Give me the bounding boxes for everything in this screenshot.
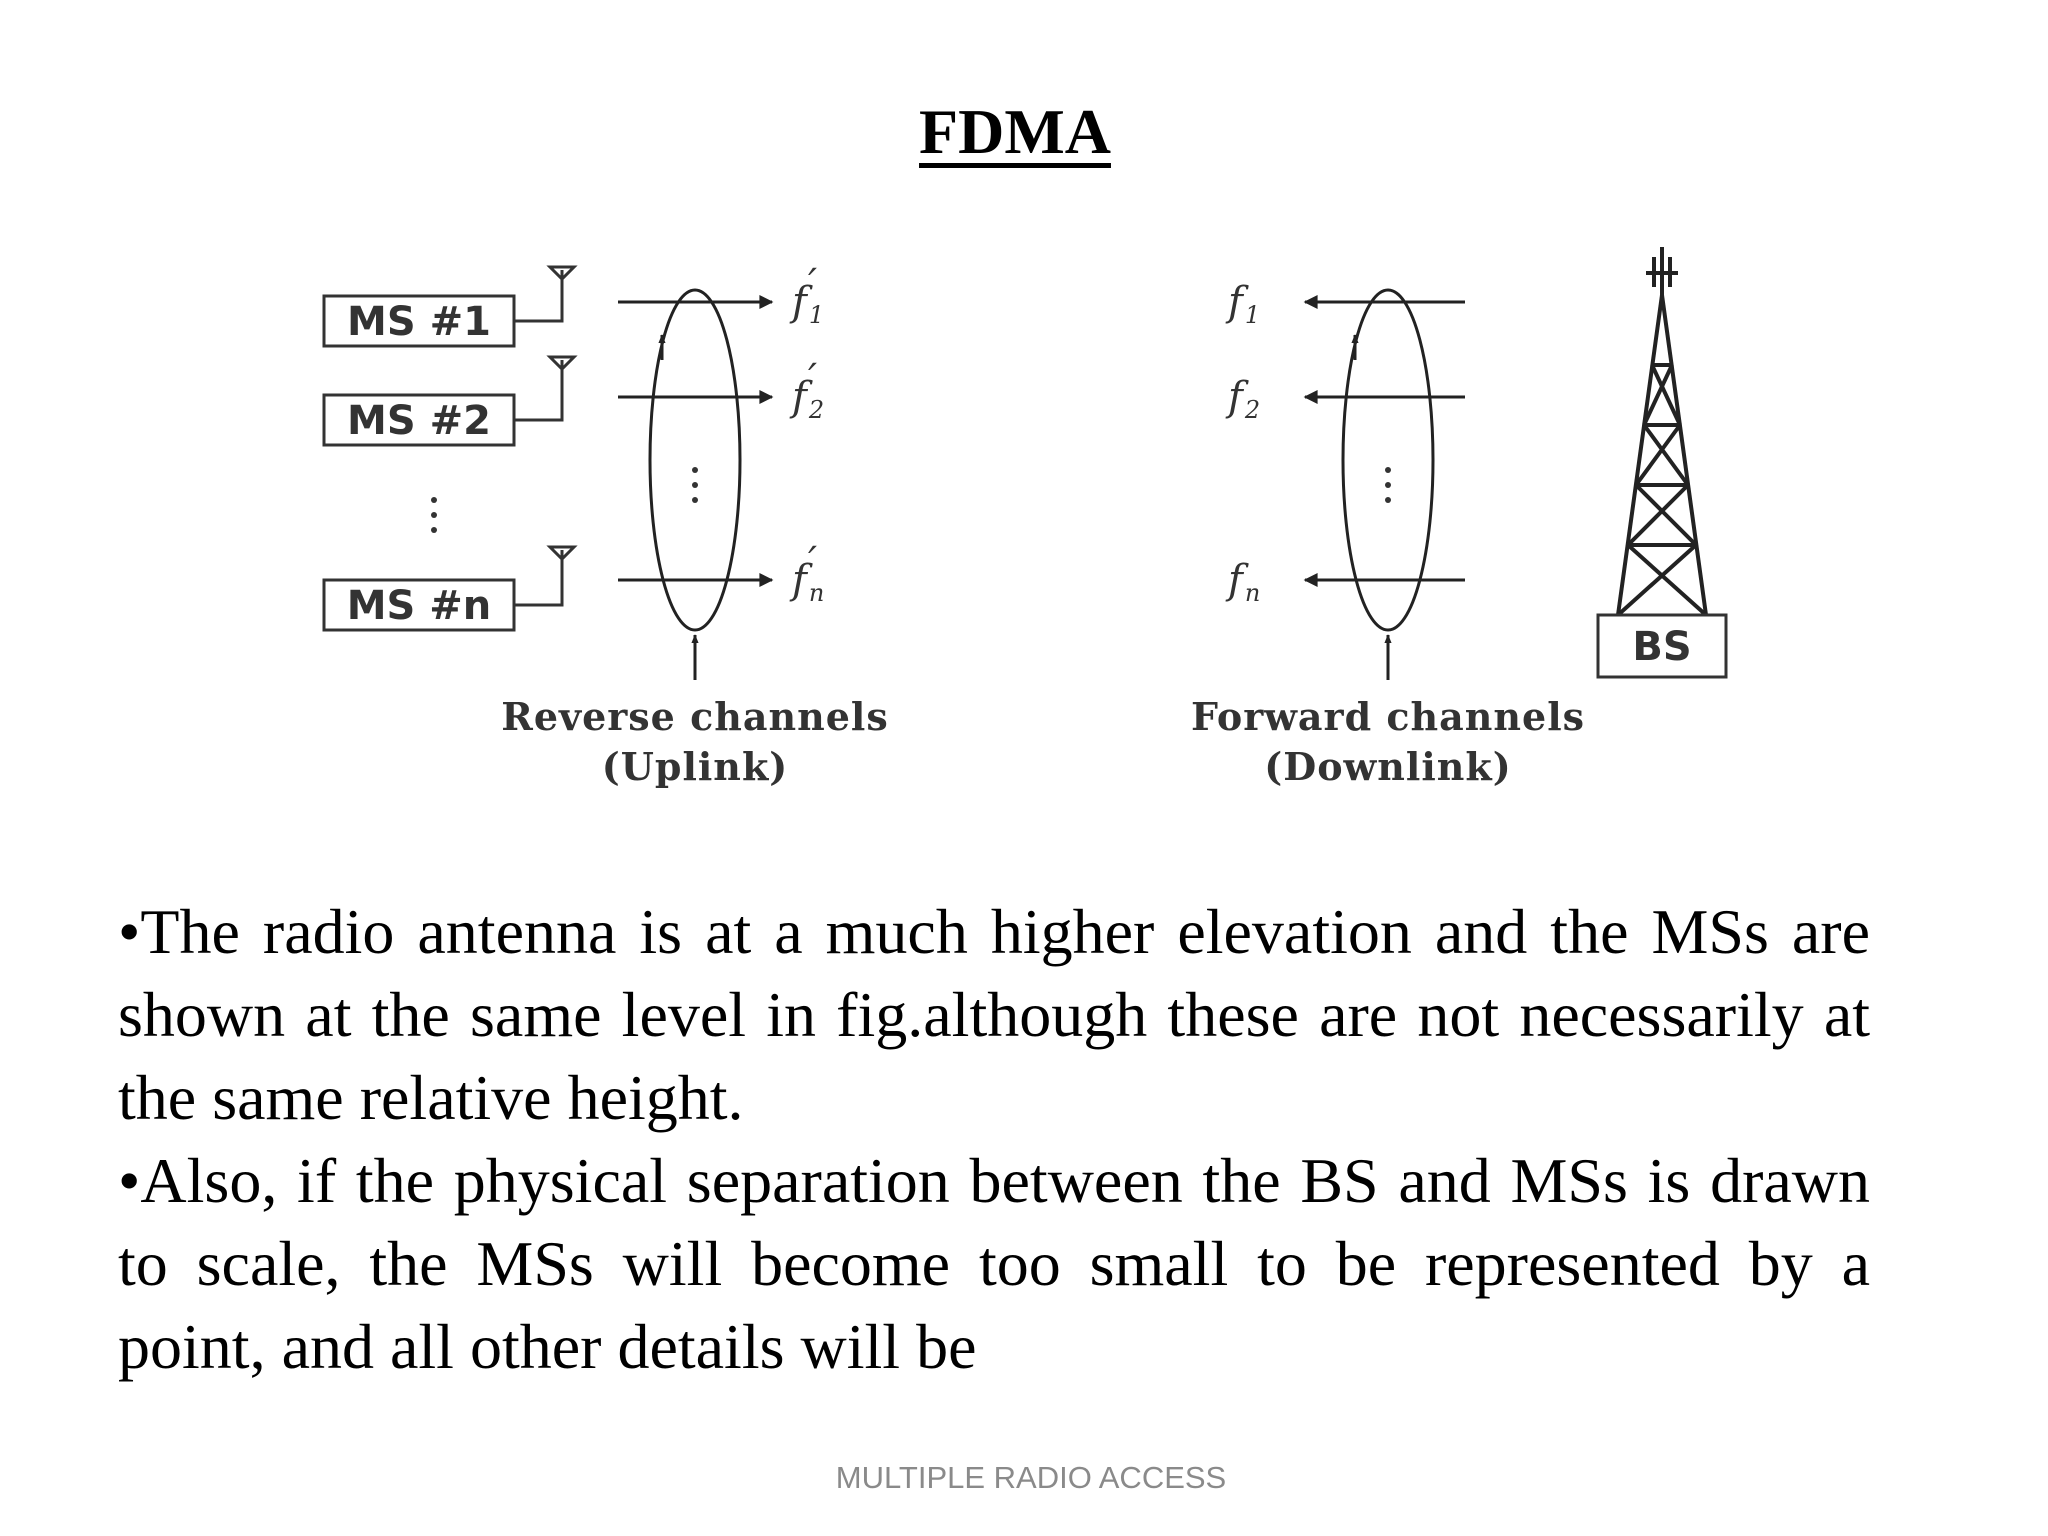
bullet-2: •Also, if the physical separation betwee… (118, 1145, 1870, 1382)
bullet-1: •The radio antenna is at a much higher e… (118, 896, 1870, 1133)
bs-label: BS (1632, 624, 1691, 670)
prime-mark: ′ (808, 539, 817, 585)
ms-2-label: MS #2 (347, 398, 491, 444)
prime-mark: ′ (808, 356, 817, 402)
base-station: BS (1596, 247, 1728, 679)
prime-mark: ′ (808, 261, 817, 307)
ms-1-label: MS #1 (347, 299, 491, 345)
downlink-freq-n: fn (1225, 557, 1260, 607)
ms-n: MS #n (322, 545, 578, 632)
ms-2: MS #2 (322, 355, 578, 447)
uplink-channels: f1 f2 fn ′ ′ ′ Reverse channels (Uplink) (501, 261, 888, 789)
tower-icon (1616, 247, 1708, 617)
reverse-sub: (Uplink) (602, 744, 789, 789)
footer: MULTIPLE RADIO ACCESS (835, 1460, 1227, 1495)
ms-ellipsis (431, 497, 437, 533)
slide-title: FDMA (919, 96, 1111, 167)
ms-1: MS #1 (322, 265, 578, 348)
downlink-channels: f1 f2 fn Forward channels (Downlink) (1191, 279, 1585, 789)
body-text: •The radio antenna is at a much higher e… (118, 890, 1870, 1388)
antenna-icon (546, 355, 578, 372)
uplink-freq-1: f1 (789, 279, 824, 329)
forward-caption: Forward channels (1191, 694, 1585, 739)
uplink-freq-2: f2 (789, 374, 824, 424)
forward-sub: (Downlink) (1264, 744, 1511, 789)
downlink-freq-2: f2 (1225, 374, 1260, 424)
reverse-caption: Reverse channels (501, 694, 888, 739)
fdma-diagram: MS #1 MS #2 MS #n (300, 235, 1780, 805)
uplink-freq-n: fn (789, 557, 824, 607)
downlink-freq-1: f1 (1225, 279, 1260, 329)
ms-n-label: MS #n (347, 583, 492, 629)
antenna-icon (546, 265, 578, 282)
antenna-icon (546, 545, 578, 562)
